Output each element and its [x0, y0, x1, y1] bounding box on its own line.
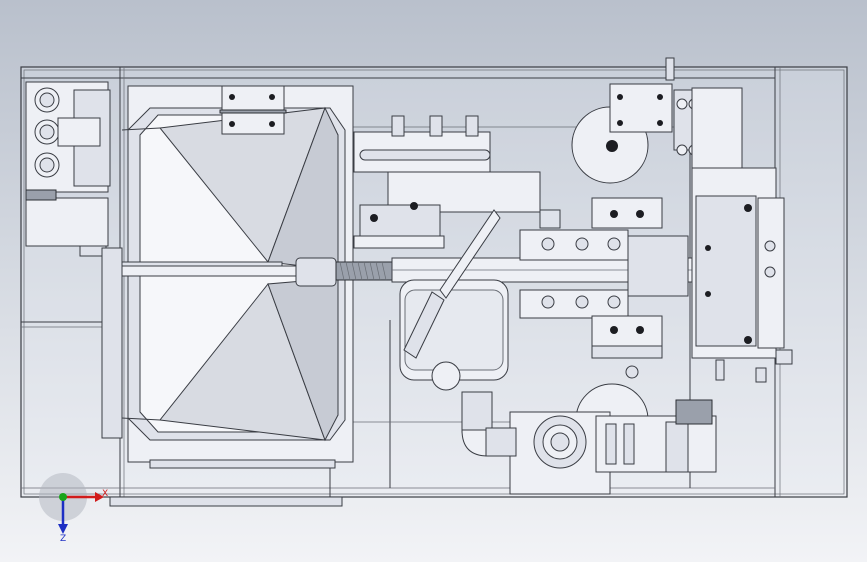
upper-manifold [353, 115, 561, 249]
roller-lower [485, 359, 725, 495]
motor-cylinder [399, 209, 519, 457]
left-fitting-block [25, 81, 123, 439]
slide-assembly [519, 197, 689, 359]
x-axis-label: X [102, 489, 108, 499]
x-axis-arrowhead [95, 492, 104, 502]
right-block [691, 87, 793, 383]
coordinate-triad: X Z [39, 473, 108, 544]
hopper-tank [121, 85, 354, 469]
origin-marker [59, 493, 67, 501]
z-axis-arrowhead [58, 524, 68, 534]
z-axis-label: Z [60, 534, 66, 544]
